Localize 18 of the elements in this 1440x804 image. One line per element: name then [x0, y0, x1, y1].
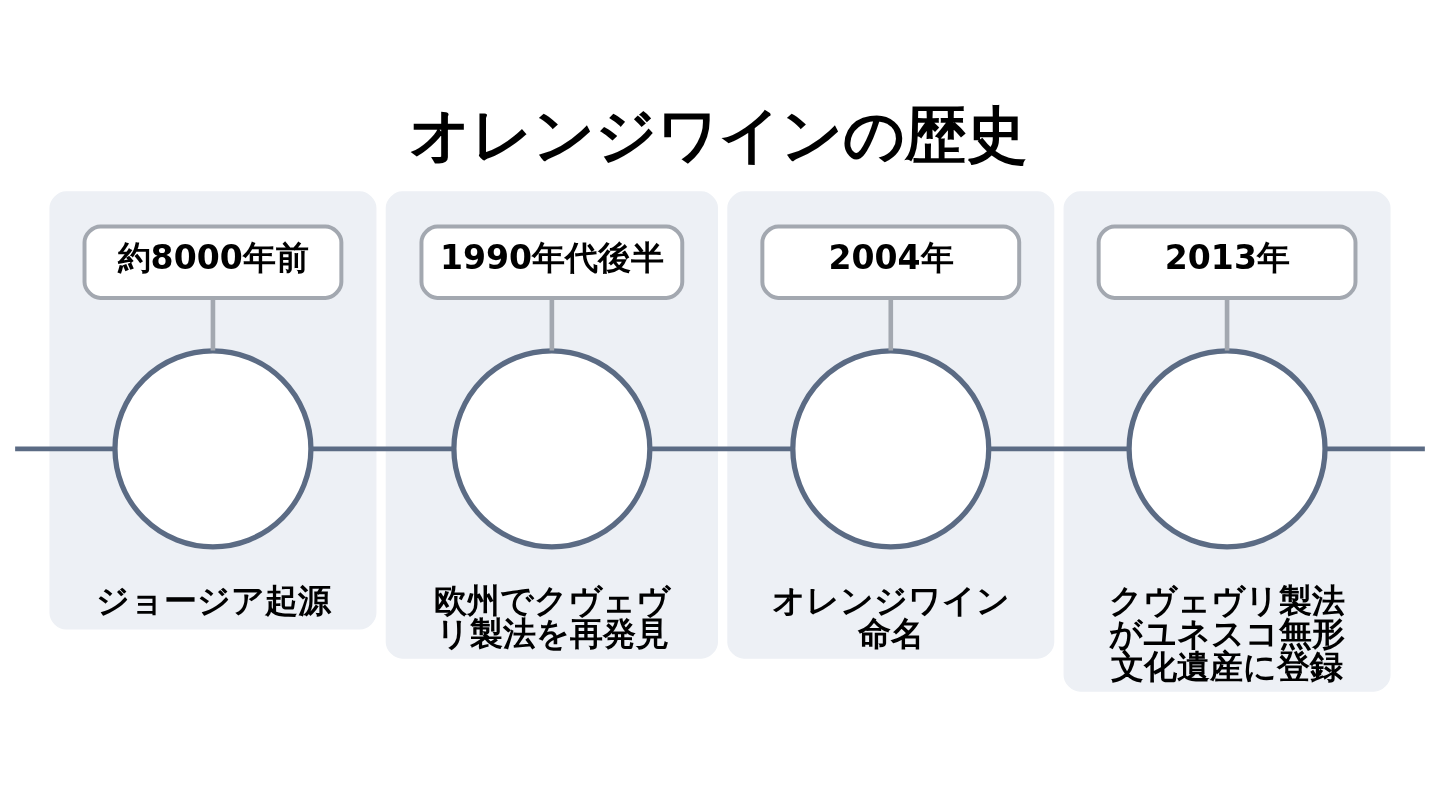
node-box: 2004年: [760, 223, 1022, 300]
node-circle: [1126, 347, 1328, 549]
connector: [549, 297, 555, 351]
connector: [888, 297, 894, 351]
node-circle: [112, 347, 314, 549]
connector: [989, 446, 1130, 451]
connector: [1325, 446, 1425, 451]
connector: [15, 446, 115, 451]
diagram-title: オレンジワインの歴史: [408, 98, 1027, 170]
node-circle: [451, 347, 653, 549]
connector: [650, 446, 793, 451]
node-circle: [790, 347, 992, 549]
node-box: 約8000年前: [82, 223, 344, 300]
connector: [1224, 297, 1230, 351]
node-box: 1990年代後半: [419, 223, 685, 300]
connector: [311, 446, 454, 451]
connector: [210, 297, 216, 351]
node-box: 2013年: [1096, 223, 1358, 300]
